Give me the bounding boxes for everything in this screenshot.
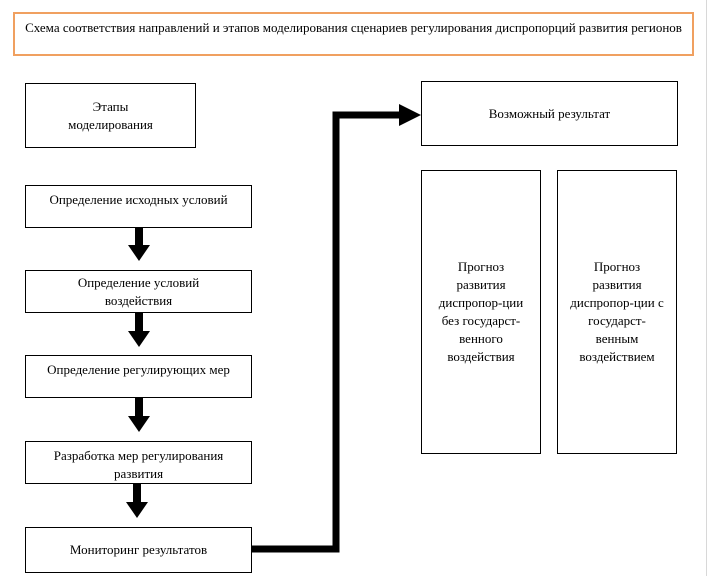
stage-text-5: Мониторинг результатов bbox=[69, 542, 208, 557]
forecast-box-with-intervention: Прогноз развития диспропор-ции с государ… bbox=[557, 170, 677, 454]
stage-box-4: Разработка мер регулирования развития bbox=[25, 441, 252, 484]
forecast-text-1: Прогноз развития диспропор-ции без госуд… bbox=[438, 259, 524, 364]
stage-text-4: Разработка мер регулирования развития bbox=[53, 448, 224, 481]
result-header-text: Возможный результат bbox=[488, 105, 611, 121]
stages-header-box: Этапы моделирования bbox=[25, 83, 196, 148]
result-connector-arrow bbox=[252, 104, 421, 553]
forecast-box-without-intervention: Прогноз развития диспропор-ции без госуд… bbox=[421, 170, 541, 454]
diagram-title: Схема соответствия направлений и этапов … bbox=[13, 12, 694, 56]
stage-box-5: Мониторинг результатов bbox=[25, 527, 252, 573]
stage-text-1: Определение исходных условий bbox=[49, 192, 228, 207]
stage-text-3: Определение регулирующих мер bbox=[47, 362, 230, 377]
down-arrow-4 bbox=[126, 484, 148, 518]
down-arrow-2 bbox=[128, 313, 150, 347]
stages-header-text: Этапы моделирования bbox=[68, 98, 153, 132]
stage-box-2: Определение условий воздействия bbox=[25, 270, 252, 313]
down-arrow-1 bbox=[128, 228, 150, 261]
stage-box-1: Определение исходных условий bbox=[25, 185, 252, 228]
page-edge-line bbox=[706, 0, 707, 576]
stage-box-3: Определение регулирующих мер bbox=[25, 355, 252, 398]
diagram-title-text: Схема соответствия направлений и этапов … bbox=[25, 20, 682, 35]
result-header-box: Возможный результат bbox=[421, 81, 678, 146]
stage-text-2: Определение условий воздействия bbox=[77, 274, 200, 308]
down-arrow-3 bbox=[128, 398, 150, 432]
forecast-text-2: Прогноз развития диспропор-ции с государ… bbox=[570, 259, 664, 364]
